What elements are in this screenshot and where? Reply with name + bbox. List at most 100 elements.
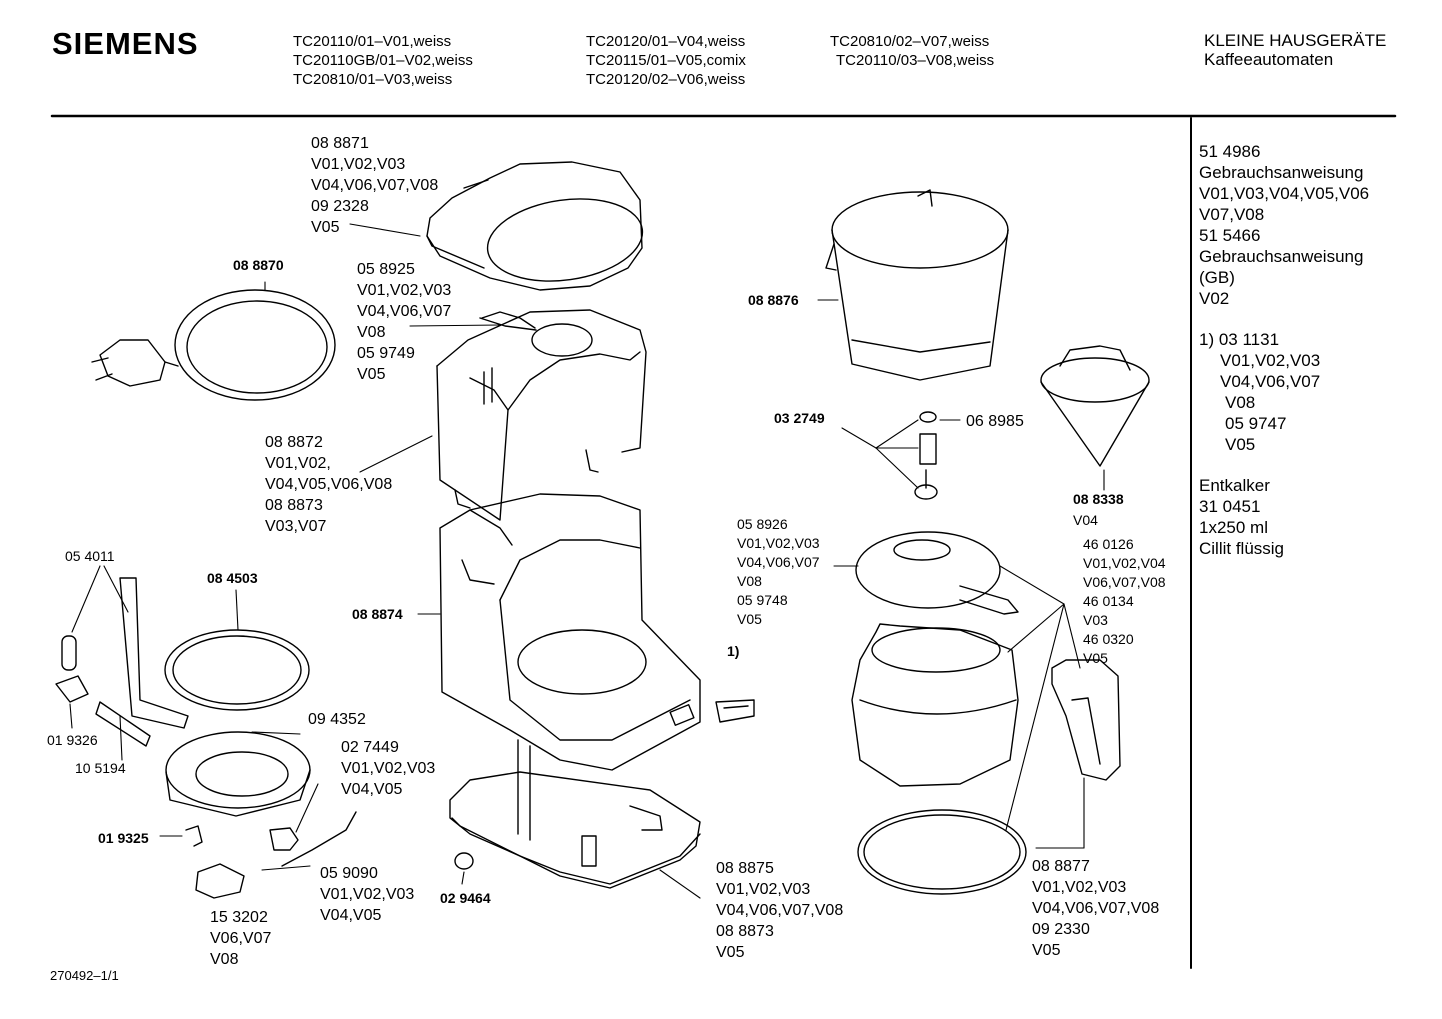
label-line: 05 8925 [357,261,415,278]
label-cord: 08 8870 [233,257,284,273]
label-line: V05 [1083,650,1108,666]
handle-part [1051,659,1121,781]
label-line: V05 [716,944,745,961]
clip-part [185,825,203,847]
label-line: 46 0126 [1083,536,1134,552]
label-line: 05 9090 [320,865,378,882]
label-line: V04,V06,V07,V08 [311,177,439,194]
sidebar-line: 51 4986 [1199,142,1261,161]
model-item: TC20120/02–V06,weiss [586,71,746,88]
sidebar-line: V08 [1225,393,1256,412]
model-list-2: TC20120/01–V04,weiss TC20115/01–V05,comi… [586,32,746,89]
sidebar-line: V02 [1199,289,1230,308]
sidebar-line: 05 9747 [1225,414,1287,433]
label-line: 08 8875 [716,860,774,877]
model-item: TC20115/01–V05,comix [586,52,746,69]
cone-part [1040,345,1150,467]
label-line: V01,V02,V03 [320,886,415,903]
label-line: V04,V06,V07,V08 [716,902,844,919]
label-line: 08 8873 [716,923,774,940]
seal-ring [164,629,310,711]
category: KLEINE HAUSGERÄTE Kaffeeautomaten [1204,31,1386,69]
label-line: 02 7449 [341,739,399,756]
label-line: V06,V07 [210,930,272,947]
sidebar-line: (GB) [1199,268,1235,287]
valve-part [914,411,938,500]
sidebar-line: V07,V08 [1199,205,1265,224]
sidebar-line: Gebrauchsanweisung [1199,163,1364,182]
label-line: 09 2330 [1032,921,1090,938]
label-line: 08 8871 [311,135,369,152]
label-fuse: 02 7449 V01,V02,V03 V04,V05 [341,737,435,800]
label-housing: 08 8874 [352,606,403,622]
sidebar-line: 51 5466 [1199,226,1261,245]
hose-part [55,577,189,747]
sidebar-line: 1x250 ml [1199,518,1268,537]
sidebar-line: Cillit flüssig [1199,539,1285,558]
label-line: V05 [737,611,762,627]
label-line: V04,V06,V07 [357,303,452,320]
sidebar-line: Entkalker [1199,476,1270,495]
label-line: V01,V02,V03 [716,881,811,898]
label-pipe: 10 5194 [75,760,126,776]
lid-part [426,161,644,291]
filter-part [825,189,1009,381]
sidebar-line: 31 0451 [1199,497,1261,516]
sidebar-switch-note: 1) 03 1131 V01,V02,V03 V04,V06,V07 V08 0… [1199,329,1320,455]
label-line: V04 [1073,512,1098,528]
model-item: TC20810/02–V07,weiss [830,33,990,50]
label-line: V01,V02, [265,455,331,472]
label-tank: 08 8872 V01,V02, V04,V05,V06,V08 08 8873… [265,432,392,537]
label-heater: 09 4352 [308,711,366,728]
label-line: V06,V07,V08 [1083,574,1166,590]
label-line: V01,V02,V04 [1083,555,1166,571]
label-cone: 08 8338 V04 [1073,489,1124,531]
sidebar-line: 1) 03 1131 [1199,330,1280,349]
cord-part [91,289,336,401]
sidebar-line: V05 [1225,435,1256,454]
label-line: V04,V06,V07 [737,554,820,570]
base-part [449,739,701,889]
fuse-part [269,827,299,851]
label-line: 15 3202 [210,909,268,926]
sidebar-line: Gebrauchsanweisung [1199,247,1364,266]
label-line: V01,V02,V03 [311,156,406,173]
label-line: 05 9748 [737,592,788,608]
label-terminal: 15 3202 V06,V07 V08 [210,907,271,970]
label-handle: 08 8877 V01,V02,V03 V04,V06,V07,V08 09 2… [1032,856,1159,961]
model-item: TC20810/01–V03,weiss [293,71,453,88]
label-line: V04,V05 [320,907,382,924]
label-line: V01,V02,V03 [357,282,452,299]
model-item: TC20110GB/01–V02,weiss [293,52,473,69]
label-line: V05 [311,219,340,236]
category-title: KLEINE HAUSGERÄTE [1204,31,1387,50]
label-line: 05 9749 [357,345,415,362]
label-line: 08 8873 [265,497,323,514]
label-switch: 1) [727,643,740,659]
label-tank-lid: 05 8925 V01,V02,V03 V04,V06,V07 V08 05 9… [357,259,451,385]
label-wire: 05 9090 V01,V02,V03 V04,V05 [320,863,414,926]
tank-part [436,309,647,521]
model-item: TC20120/01–V04,weiss [586,33,746,50]
wire-part [281,811,357,867]
label-lid: 08 8871 V01,V02,V03 V04,V06,V07,V08 09 2… [311,133,438,238]
label-filter: 08 8876 [748,292,799,308]
label-line: V08 [737,573,762,589]
label-line: 08 8877 [1032,858,1090,875]
carafe-part [851,623,1019,787]
category-subtitle: Kaffeeautomaten [1204,50,1334,69]
label-hose: 05 4011 [65,548,115,564]
label-ring: 06 8985 [966,413,1024,430]
label-line: V03,V07 [265,518,327,535]
label-line: V08 [357,324,386,341]
brand-logo: SIEMENS [52,26,199,61]
housing-part [439,493,701,771]
label-carafe-lid: 05 8926 V01,V02,V03 V04,V06,V07 V08 05 9… [737,515,820,629]
model-item: TC20110/03–V08,weiss [836,52,995,69]
label-line: V03 [1083,612,1108,628]
model-list-3: TC20810/02–V07,weiss TC20110/03–V08,weis… [830,32,994,70]
carafe-lid-part [855,531,1019,615]
drawing-number: 270492–1/1 [50,968,119,983]
model-item: TC20110/01–V01,weiss [293,33,452,50]
label-line: V04,V06,V07,V08 [1032,900,1160,917]
